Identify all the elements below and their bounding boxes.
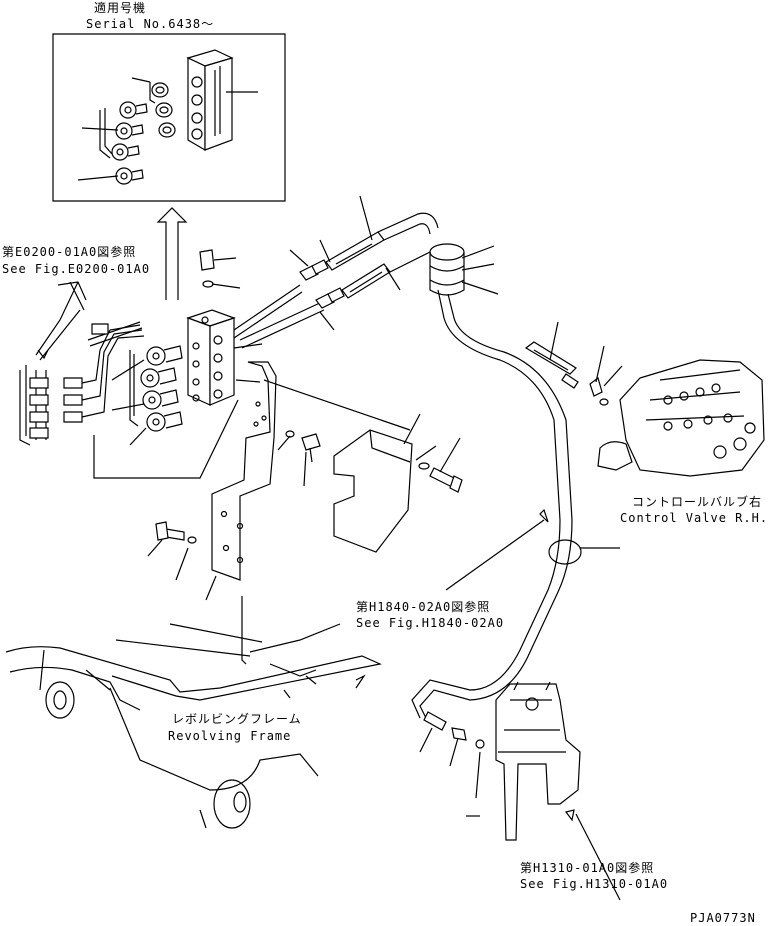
inset-arrow: [158, 208, 186, 300]
revolving-frame-jp: レボルビングフレーム: [172, 712, 302, 726]
ref-h1840-en: See Fig.H1840-02A0: [356, 616, 505, 630]
hose-clamp: [430, 244, 498, 295]
inset-title-en: Serial No.6438～: [86, 17, 215, 31]
mounting-bracket: [212, 362, 410, 580]
solenoid-block: [94, 250, 262, 478]
control-valve-jp: コントロールバルブ右: [632, 495, 763, 509]
reference-leaders: [250, 624, 620, 900]
ref-h1310-jp: 第H1310-01A0図参照: [520, 861, 655, 875]
wire-harness: [20, 282, 144, 445]
bolts: [148, 431, 462, 600]
cover-plate: [334, 414, 420, 552]
inset-title-jp: 適用号機: [94, 1, 147, 15]
inset-detail: [53, 34, 285, 201]
ref-h1840-jp: 第H1840-02A0図参照: [356, 600, 491, 614]
pipe-fittings-upper: [234, 196, 438, 348]
control-valve-en: Control Valve R.H.: [620, 511, 769, 525]
ref-e0200-jp: 第E0200-01A0図参照: [2, 245, 137, 259]
control-valve-rh: [526, 322, 764, 476]
ref-e0200-en: See Fig.E0200-01A0: [2, 262, 151, 276]
ref-h1310-en: See Fig.H1310-01A0: [520, 877, 669, 891]
revolving-frame: [6, 596, 380, 828]
revolving-frame-en: Revolving Frame: [168, 729, 292, 743]
long-tube: [412, 290, 620, 722]
drawing-code: PJA0773N: [690, 911, 756, 925]
ppc-valve: [420, 682, 580, 840]
